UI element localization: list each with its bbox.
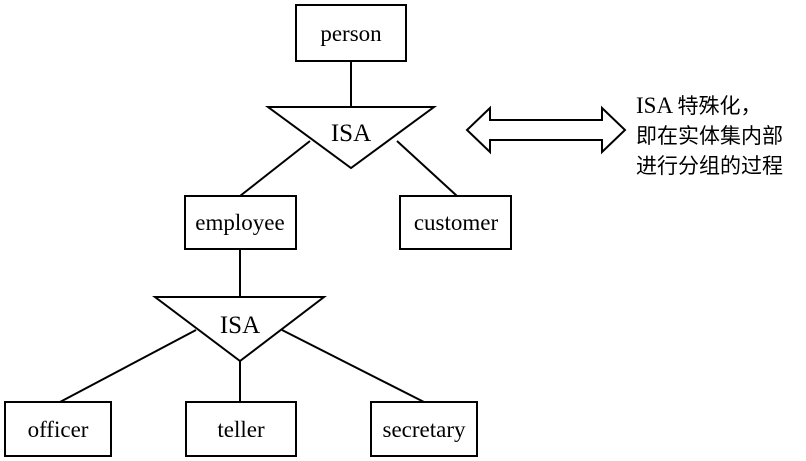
connector-isa-officer — [59, 329, 197, 403]
isa-bottom-label: ISA — [220, 312, 260, 339]
annotation-line-1: ISA 特殊化， — [636, 91, 806, 121]
entity-customer-label: customer — [414, 210, 499, 235]
connector-isa-customer — [396, 140, 458, 197]
entity-person-label: person — [320, 21, 382, 46]
isa-bottom: ISA — [152, 296, 327, 363]
entity-secretary: secretary — [370, 401, 478, 457]
connector-isa-employee — [239, 140, 311, 197]
entity-teller-label: teller — [217, 417, 265, 442]
entity-customer: customer — [399, 195, 512, 250]
entity-employee: employee — [184, 195, 297, 250]
entity-officer-label: officer — [28, 417, 89, 442]
annotation-line-2: 即在实体集内部 — [636, 124, 783, 148]
isa-annotation: ISA 特殊化， 即在实体集内部 进行分组的过程 — [636, 91, 806, 181]
entity-person: person — [295, 4, 407, 62]
connector-isa-secretary — [281, 329, 425, 403]
annotation-line-1-latin: ISA — [636, 93, 672, 118]
annotation-line-1-cjk: 特殊化， — [677, 94, 762, 118]
entity-teller: teller — [185, 401, 297, 457]
double-arrow-icon — [465, 105, 627, 155]
entity-employee-label: employee — [195, 210, 284, 235]
isa-top: ISA — [264, 106, 438, 170]
entity-officer: officer — [4, 401, 112, 457]
annotation-line-3: 进行分组的过程 — [636, 154, 783, 178]
entity-secretary-label: secretary — [383, 417, 466, 442]
isa-top-label: ISA — [331, 120, 371, 147]
